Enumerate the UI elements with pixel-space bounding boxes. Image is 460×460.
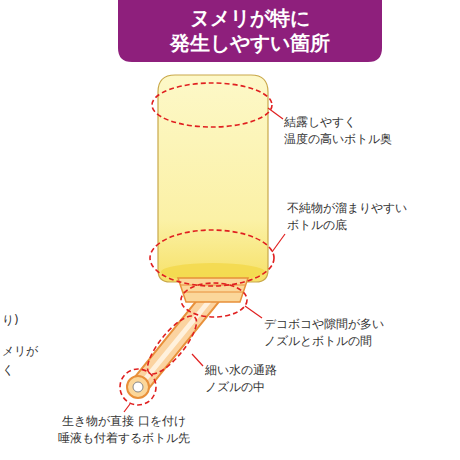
cropped-text: メリが <box>2 343 38 360</box>
title-banner <box>118 0 382 62</box>
highlight-circle <box>120 369 156 405</box>
bottle-cap <box>178 278 248 302</box>
cropped-text: り) <box>2 312 19 329</box>
leader-line <box>245 306 262 318</box>
nozzle-ball <box>133 382 143 392</box>
nozzle-fill <box>140 296 212 385</box>
title-text: ヌメリが特に 発生しやすい箇所 <box>170 6 330 56</box>
leader-line <box>192 354 203 366</box>
callout-text: 生き物が直接 口を付け 唾液も付着するボトル先 <box>50 413 198 448</box>
highlight-ellipse <box>181 283 247 317</box>
callout-text: 細い水の通路 ノズルの中 <box>205 362 277 397</box>
highlight-ellipse <box>150 230 274 286</box>
nozzle-tip <box>127 376 149 398</box>
highlight-ellipse <box>140 309 204 380</box>
bottle-body <box>158 75 268 282</box>
highlight-ellipse <box>152 83 272 127</box>
nozzle-channel <box>142 300 210 383</box>
cap-thread <box>183 292 243 293</box>
leader-line <box>124 404 130 412</box>
callout-text: 不純物が溜まりやすい ボトルの底 <box>287 200 407 235</box>
leader-line <box>272 234 285 252</box>
callout-text: 結露しやすく 温度の高いボトル奥 <box>284 114 392 149</box>
callout-text: デコボコや隙間が多い ノズルとボトルの間 <box>264 316 384 351</box>
cropped-text: く <box>2 362 14 379</box>
leader-line <box>268 108 283 119</box>
nozzle-outline <box>140 296 212 385</box>
